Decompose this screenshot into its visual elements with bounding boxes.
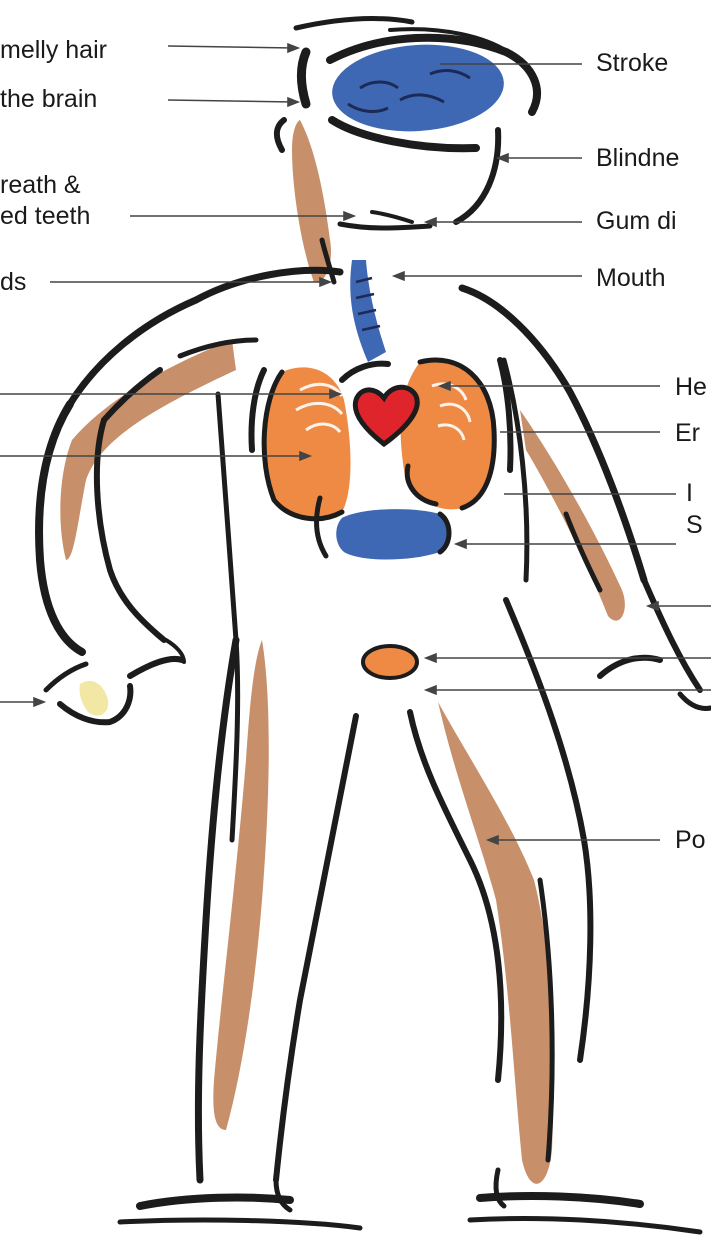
label-smelly-hair: melly hair xyxy=(0,37,107,63)
label-breath-line2: ed teeth xyxy=(0,203,90,229)
label-emphysema: Er xyxy=(675,420,700,446)
label-poor: Po xyxy=(675,827,706,853)
label-the-brain: the brain xyxy=(0,86,97,112)
label-stroke: Stroke xyxy=(596,50,668,76)
label-right-r1: I xyxy=(686,480,693,506)
label-blindness: Blindne xyxy=(596,145,679,171)
label-mouth: Mouth xyxy=(596,265,665,291)
stomach xyxy=(336,509,449,559)
label-right-r2: S xyxy=(686,512,703,538)
label-heart: He xyxy=(675,374,707,400)
bladder xyxy=(363,646,417,678)
label-cords: ds xyxy=(0,269,26,295)
label-breath-line1: reath & xyxy=(0,172,81,198)
label-gum-disease: Gum di xyxy=(596,208,677,234)
